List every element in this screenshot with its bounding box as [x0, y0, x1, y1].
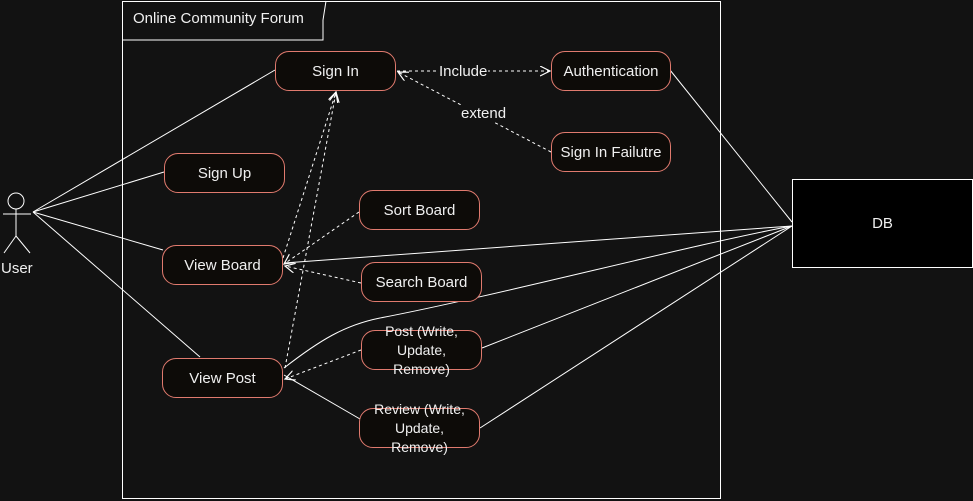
use-case-label: Sign In Failutre [560, 143, 662, 161]
use-case-review-crud[interactable]: Review (Write, Update, Remove) [359, 401, 480, 455]
use-case-label: View Post [189, 369, 256, 387]
use-case-authentication[interactable]: Authentication [551, 51, 671, 91]
use-case-label: Authentication [563, 62, 659, 80]
use-case-label-line: Remove) [393, 360, 450, 377]
system-boundary [122, 1, 721, 499]
db-node[interactable]: DB [792, 179, 973, 268]
use-case-view-board[interactable]: View Board [162, 245, 283, 285]
system-title: Online Community Forum [133, 10, 304, 27]
include-label: Include [438, 63, 489, 80]
use-case-sign-in[interactable]: Sign In [275, 51, 396, 91]
system-title-tab [122, 0, 327, 41]
use-case-label-line: Remove) [391, 438, 448, 455]
use-case-post-crud[interactable]: Post (Write, Update, Remove) [361, 323, 482, 377]
use-case-label-line: Post (Write, [385, 322, 458, 339]
use-case-label: Sign In [312, 62, 359, 80]
use-case-view-post[interactable]: View Post [162, 358, 283, 398]
use-case-label: Search Board [375, 273, 468, 291]
use-case-label-line: Review (Write, [374, 400, 465, 417]
user-actor-icon [3, 192, 31, 254]
use-case-label: Sign Up [197, 164, 252, 182]
db-associations [283, 69, 793, 429]
use-case-sign-in-failure[interactable]: Sign In Failutre [551, 132, 671, 172]
use-case-label: Sort Board [383, 201, 456, 219]
use-case-label: View Board [184, 256, 261, 274]
db-label: DB [872, 215, 893, 232]
extend-label: extend [460, 105, 508, 122]
use-case-label-line: Update, [396, 341, 447, 358]
actor-associations [32, 69, 276, 358]
use-case-sort-board[interactable]: Sort Board [359, 190, 480, 230]
use-case-label-line: Update, [394, 419, 445, 436]
use-case-sign-up[interactable]: Sign Up [164, 153, 285, 193]
user-actor-label: User [1, 260, 33, 277]
use-case-search-board[interactable]: Search Board [361, 262, 482, 302]
